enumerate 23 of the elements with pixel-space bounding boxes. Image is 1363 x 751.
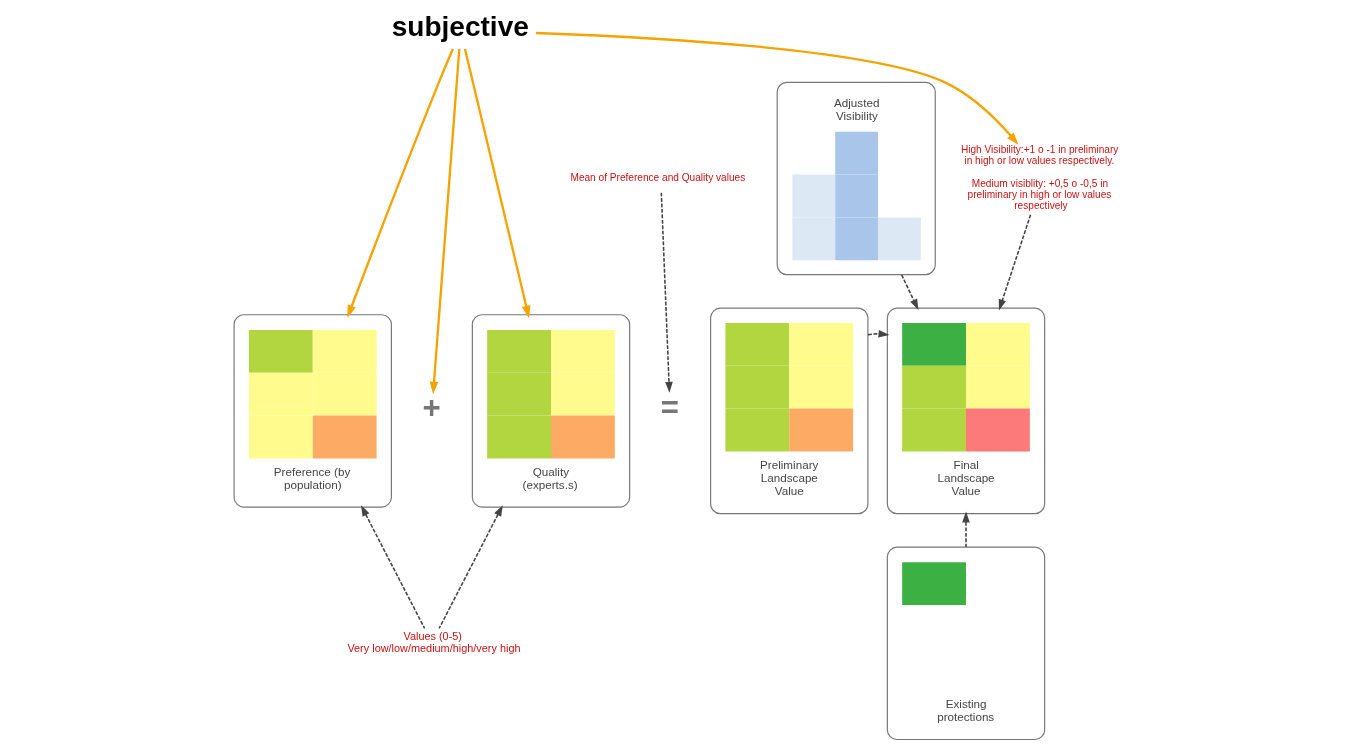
node-text: subjective (391, 11, 529, 43)
node-text: = (660, 389, 679, 425)
node-text: Values (0-5) Very low/low/medium/high/very high (346, 630, 521, 655)
node-box: Quality (experts.s) (471, 314, 630, 508)
arrow (535, 31, 1018, 145)
arrow (866, 330, 889, 338)
node-box: Preliminary Landscape Value (709, 307, 868, 515)
node-box: Adjusted Visibility (776, 81, 936, 276)
node-box: Final Landscape Value (886, 307, 1045, 515)
arrow (961, 511, 970, 548)
arrow (360, 505, 425, 630)
arrow (437, 505, 503, 630)
arrow (900, 274, 918, 311)
arrow (998, 214, 1031, 311)
node-box: Preference (by population) (233, 314, 392, 508)
arrow (346, 48, 454, 318)
node-text: Mean of Preference and Quality values (569, 172, 745, 184)
arrow (429, 48, 460, 395)
node-text: High Visibility:+1 o -1 in preliminary in high or low values respectively. Medium visiblity: +0,5 o -0,5 in preliminary in high or low values respectively (960, 144, 1118, 212)
node-box: Existing protections (886, 546, 1045, 741)
arrow (463, 48, 530, 319)
arrow (660, 191, 673, 393)
node-text: + (422, 389, 441, 425)
